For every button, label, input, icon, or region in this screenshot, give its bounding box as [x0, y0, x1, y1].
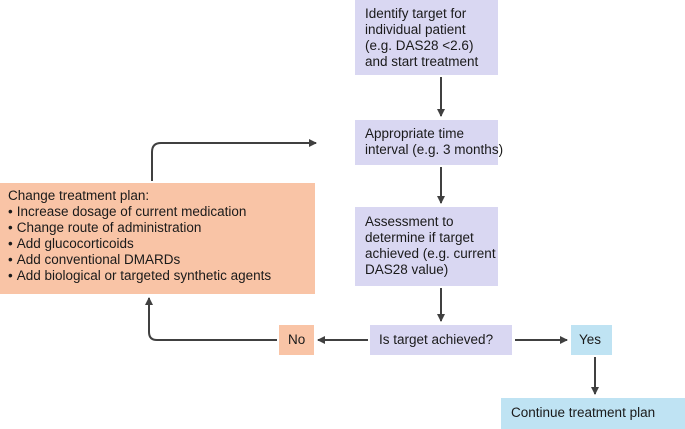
no-label: No	[288, 332, 306, 347]
assessment-line: achieved (e.g. current	[365, 246, 496, 261]
assessment-box: Assessment to determine if target achiev…	[355, 207, 498, 286]
list-item: Add glucocorticoids	[8, 236, 307, 252]
change-options-list: Increase dosage of current medication Ch…	[8, 204, 307, 284]
arrow-change-to-interval	[151, 139, 317, 181]
interval-line: Appropriate time	[365, 126, 465, 141]
question-text: Is target achieved?	[379, 332, 494, 347]
assessment-line: Assessment to	[365, 214, 454, 229]
identify-line: individual patient	[365, 22, 466, 37]
continue-treatment-box: Continue treatment plan	[501, 398, 685, 429]
interval-line: interval (e.g. 3 months)	[365, 142, 504, 157]
list-item: Add conventional DMARDs	[8, 252, 307, 268]
continue-text: Continue treatment plan	[511, 405, 656, 420]
yes-label: Yes	[579, 332, 602, 347]
assessment-line: determine if target	[365, 230, 474, 245]
change-treatment-plan-box: Change treatment plan: Increase dosage o…	[0, 183, 315, 294]
identify-line: Identify target for	[365, 6, 467, 21]
identify-line: (e.g. DAS28 <2.6)	[365, 38, 474, 53]
list-item: Change route of administration	[8, 220, 307, 236]
list-item: Increase dosage of current medication	[8, 204, 307, 220]
assessment-line: DAS28 value)	[365, 262, 449, 277]
change-heading: Change treatment plan:	[8, 188, 150, 203]
arrow-no-to-change	[145, 297, 277, 341]
identify-line: and start treatment	[365, 54, 479, 69]
time-interval-box: Appropriate time interval (e.g. 3 months…	[355, 120, 504, 165]
target-achieved-question-box: Is target achieved?	[370, 325, 512, 355]
list-item: Add biological or targeted synthetic age…	[8, 268, 307, 284]
identify-target-box: Identify target for individual patient (…	[355, 0, 498, 75]
no-box: No	[279, 325, 314, 355]
yes-box: Yes	[571, 325, 612, 355]
